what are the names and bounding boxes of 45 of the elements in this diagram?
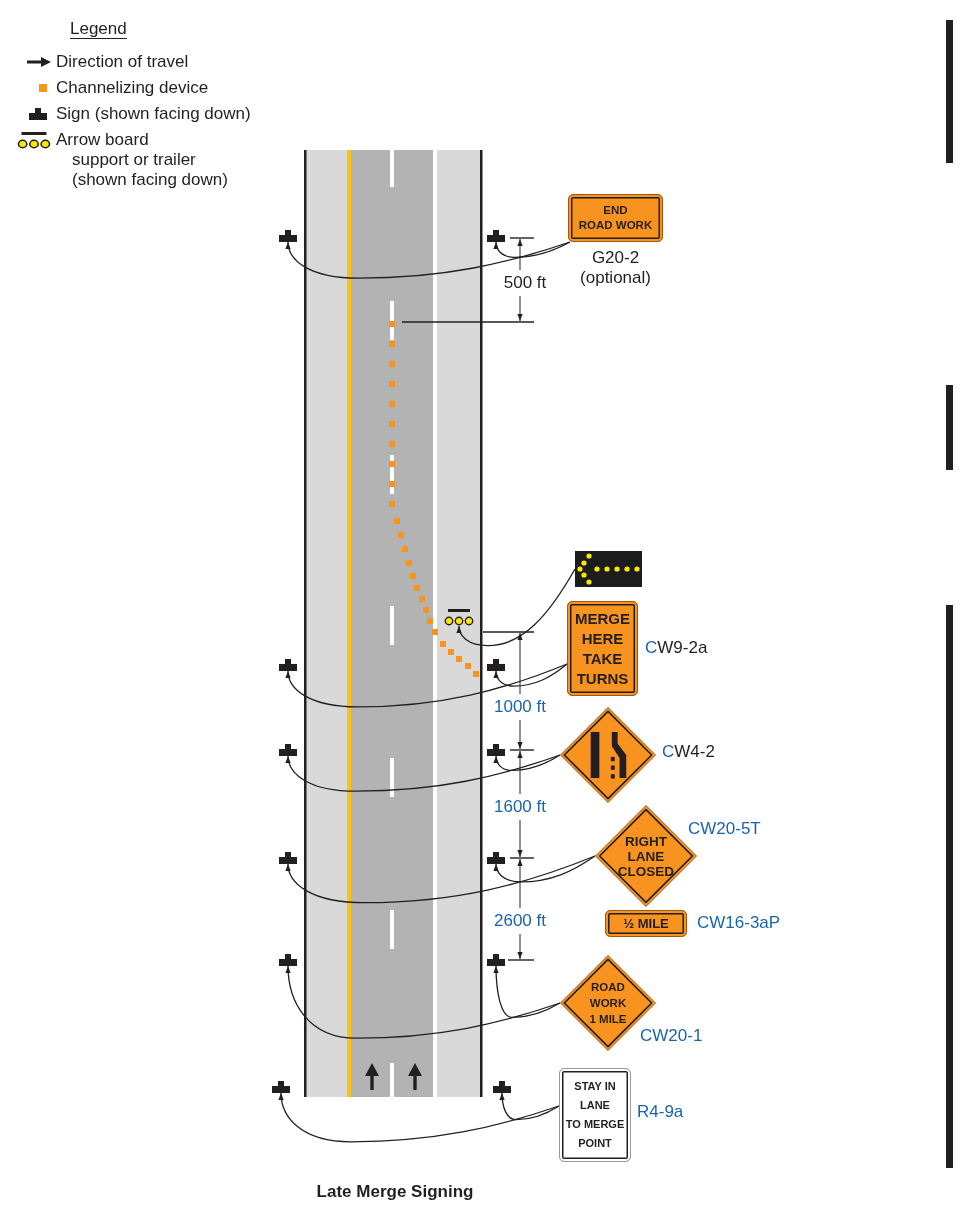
leader-line [493, 241, 571, 259]
sign-icon [279, 744, 297, 756]
leader-line [286, 855, 596, 904]
sign-icon [279, 230, 297, 242]
sign-icon [487, 954, 505, 966]
sign-icon [279, 659, 297, 671]
leader-line [286, 754, 561, 792]
leader-line [278, 1092, 560, 1143]
legend-label: Arrow board support or trailer (shown facing down) [56, 130, 228, 190]
sign-code-label: CW16-3aP [697, 913, 781, 933]
leader-line [493, 965, 561, 1019]
sign-icon [272, 1081, 290, 1093]
guide-sign: END ROAD WORK [568, 194, 663, 242]
sign-icon [279, 852, 297, 864]
sign-code-label: R4-9a [637, 1102, 684, 1122]
sign-code-label: G20-2 (optional) [579, 248, 652, 288]
arrow-board-icon [575, 551, 642, 587]
legend-title: Legend [70, 19, 127, 39]
leader-line [286, 663, 568, 708]
sign-icon [487, 744, 505, 756]
sign-code-label: CW20-5T [688, 819, 761, 839]
sign-icon [487, 852, 505, 864]
sign-icon [487, 230, 505, 242]
arrow-board-trailer-icon [444, 609, 474, 626]
sign-icon [493, 1081, 511, 1093]
leader-line [493, 663, 568, 687]
plaque-sign: ½ MILE [605, 910, 687, 937]
leader-line [286, 241, 571, 279]
leader-line [499, 1092, 560, 1121]
sign-code-label: CW9-2a [645, 638, 708, 658]
leader-line [493, 855, 596, 883]
sign-code-label: CW4-2 [662, 742, 715, 762]
caption: Late Merge Signing [316, 1182, 474, 1202]
regulatory-sign: STAY IN LANE TO MERGE POINT [559, 1068, 631, 1162]
warning-sign [560, 707, 656, 803]
legend-label: Channelizing device [56, 78, 209, 98]
sign-icon [487, 659, 505, 671]
leader-line [285, 965, 561, 1039]
sign-icon [279, 954, 297, 966]
warning-sign: MERGE HERE TAKE TURNS [567, 601, 638, 696]
leader-line [493, 754, 561, 772]
sign-code-label: CW20-1 [640, 1026, 703, 1046]
legend-label: Direction of travel [56, 52, 189, 72]
leader-line [456, 568, 576, 647]
legend-label: Sign (shown facing down) [56, 104, 251, 124]
